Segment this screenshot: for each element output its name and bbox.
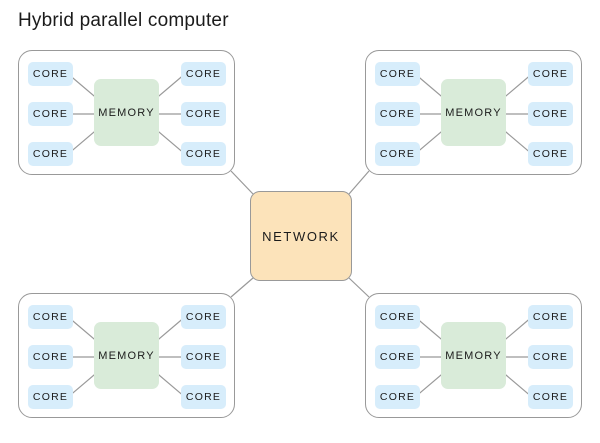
core-box: CORE	[28, 305, 73, 329]
core-box: CORE	[28, 142, 73, 166]
core-box: CORE	[528, 305, 573, 329]
core-box: CORE	[181, 345, 226, 369]
core-box: CORE	[375, 62, 420, 86]
link-topright-network	[348, 170, 370, 195]
memory-box: MEMORY	[441, 79, 506, 146]
node-top-right: CORE CORE CORE CORE CORE CORE MEMORY	[365, 50, 582, 175]
link-bottomright-network	[348, 277, 370, 298]
core-box: CORE	[181, 62, 226, 86]
node-top-left: CORE CORE CORE CORE CORE CORE MEMORY	[18, 50, 235, 175]
memory-box: MEMORY	[94, 79, 159, 146]
core-box: CORE	[28, 62, 73, 86]
core-box: CORE	[528, 62, 573, 86]
core-box: CORE	[528, 385, 573, 409]
memory-box: MEMORY	[94, 322, 159, 389]
core-box: CORE	[181, 142, 226, 166]
core-box: CORE	[28, 102, 73, 126]
core-box: CORE	[181, 385, 226, 409]
core-box: CORE	[181, 102, 226, 126]
core-box: CORE	[375, 305, 420, 329]
core-box: CORE	[528, 142, 573, 166]
core-box: CORE	[528, 345, 573, 369]
core-box: CORE	[28, 345, 73, 369]
core-box: CORE	[375, 102, 420, 126]
core-box: CORE	[528, 102, 573, 126]
diagram-title: Hybrid parallel computer	[18, 10, 229, 31]
core-box: CORE	[375, 385, 420, 409]
node-bottom-left: CORE CORE CORE CORE CORE CORE MEMORY	[18, 293, 235, 418]
memory-box: MEMORY	[441, 322, 506, 389]
link-bottomleft-network	[230, 277, 254, 298]
node-bottom-right: CORE CORE CORE CORE CORE CORE MEMORY	[365, 293, 582, 418]
network-box: NETWORK	[250, 191, 352, 281]
core-box: CORE	[181, 305, 226, 329]
core-box: CORE	[28, 385, 73, 409]
link-topleft-network	[230, 170, 254, 195]
core-box: CORE	[375, 142, 420, 166]
core-box: CORE	[375, 345, 420, 369]
